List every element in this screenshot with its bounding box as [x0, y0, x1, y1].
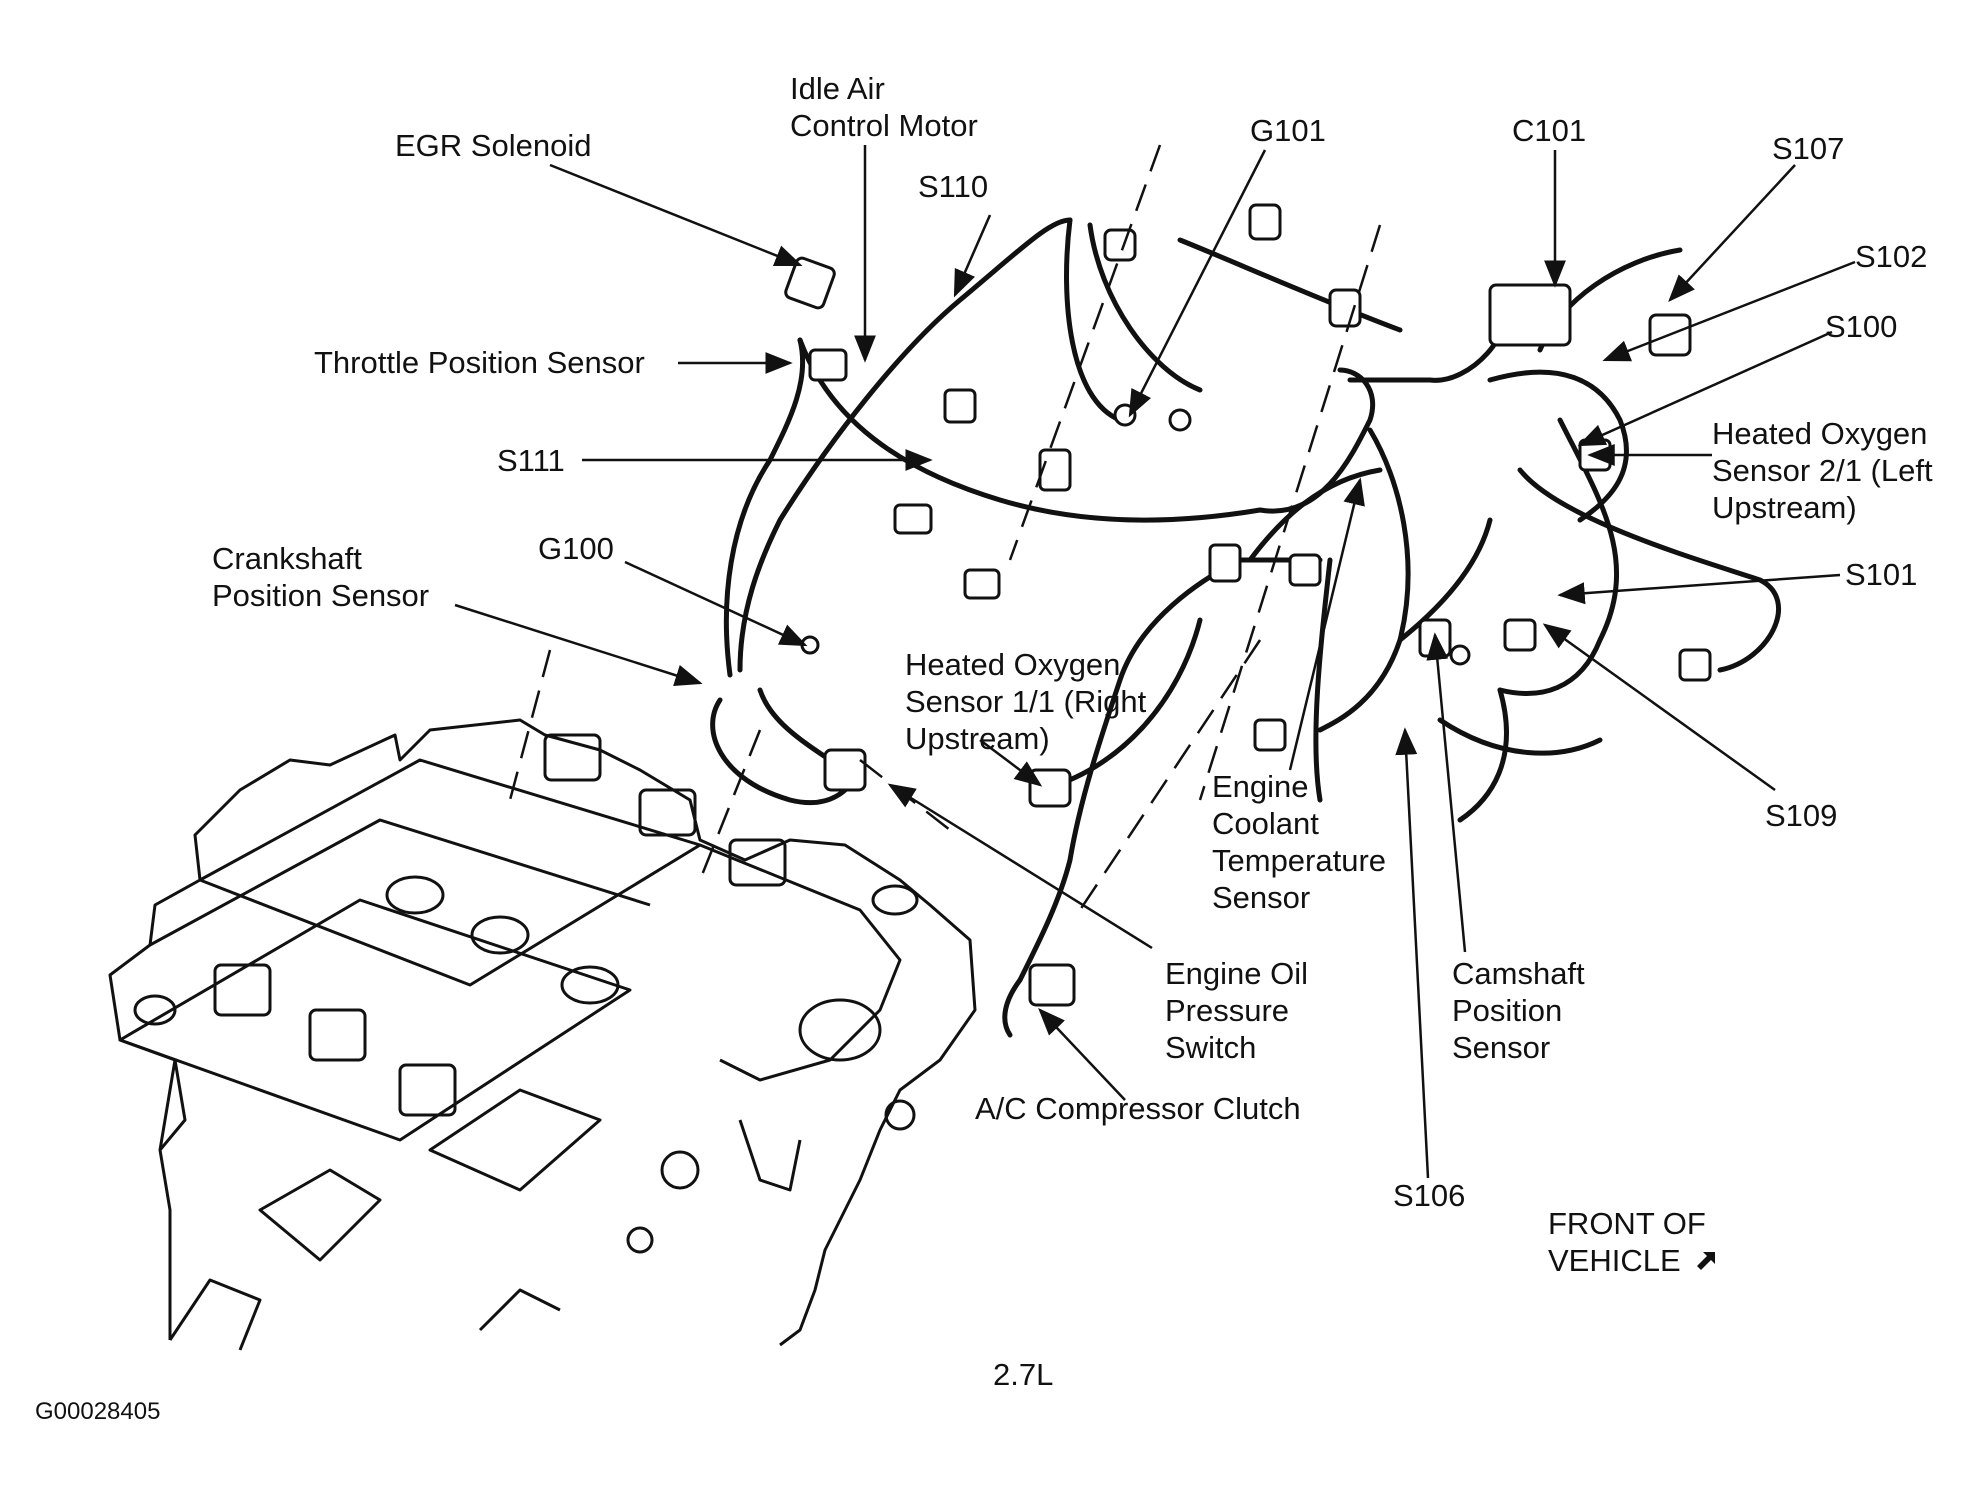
leader-egr-solenoid	[549, 163, 803, 267]
label-front-of-vehicle: FRONT OF VEHICLE	[1548, 1205, 1719, 1279]
leader-camshaft-position-sensor	[1426, 632, 1467, 953]
label-g101: G101	[1250, 113, 1326, 148]
label-figure-id: G00028405	[35, 1398, 161, 1425]
leader-g100	[624, 560, 808, 647]
label-line-text: VEHICLE	[1548, 1243, 1681, 1278]
label-line: Coolant	[1212, 806, 1319, 841]
label-heated-oxygen-sensor-2-1: Heated Oxygen Sensor 2/1 (Left Upstream)	[1712, 415, 1933, 526]
label-engine-size: 2.7L	[993, 1357, 1054, 1392]
leader-lines	[454, 145, 1856, 1179]
leader-heated-oxygen-sensor-1-1	[979, 739, 1043, 787]
leader-crankshaft-position-sensor	[454, 603, 703, 686]
label-engine-oil-pressure-switch: Engine Oil Pressure Switch	[1165, 955, 1308, 1066]
label-s101: S101	[1845, 557, 1918, 592]
engine-block	[108, 718, 977, 1351]
leader-s109	[1542, 623, 1776, 792]
label-engine-coolant-temperature-sensor: Engine Coolant Temperature Sensor	[1212, 768, 1386, 916]
leader-s100	[1577, 330, 1833, 447]
label-throttle-position-sensor: Throttle Position Sensor	[314, 345, 645, 380]
label-line: VEHICLE	[1548, 1242, 1719, 1279]
leader-engine-oil-pressure-switch	[887, 783, 1153, 950]
leader-s110	[953, 214, 992, 298]
label-line: Sensor	[1452, 1030, 1551, 1065]
label-s100: S100	[1825, 309, 1898, 344]
leader-ac-compressor-clutch	[1038, 1008, 1126, 1101]
label-idle-air-control-motor: Idle Air Control Motor	[790, 70, 978, 144]
label-egr-solenoid: EGR Solenoid	[395, 128, 592, 163]
label-ac-compressor-clutch: A/C Compressor Clutch	[975, 1091, 1301, 1126]
label-line: Heated Oxygen	[1712, 416, 1928, 451]
diagonal-arrow-icon	[1697, 1252, 1716, 1270]
label-line: Idle Air	[790, 71, 885, 106]
label-line: Temperature	[1212, 843, 1387, 878]
label-s102: S102	[1855, 239, 1928, 274]
leader-s106	[1395, 727, 1430, 1179]
leader-s102	[1602, 260, 1856, 362]
label-crankshaft-position-sensor: Crankshaft Position Sensor	[212, 540, 429, 614]
label-s111: S111	[497, 443, 565, 478]
label-line: Control Motor	[790, 108, 978, 143]
label-line: Heated Oxygen	[905, 647, 1121, 682]
label-g100: G100	[538, 531, 614, 566]
label-s110: S110	[918, 169, 989, 204]
label-s109: S109	[1765, 798, 1838, 833]
label-line: FRONT OF	[1548, 1206, 1706, 1241]
label-line: Upstream)	[905, 721, 1050, 756]
label-line: Engine	[1212, 769, 1309, 804]
label-line: Pressure	[1165, 993, 1290, 1028]
leader-g101	[1128, 149, 1267, 418]
leader-s107	[1668, 164, 1796, 303]
label-s107: S107	[1772, 131, 1845, 166]
leader-s101	[1557, 573, 1841, 605]
label-s106: S106	[1393, 1178, 1466, 1213]
label-line: Switch	[1165, 1030, 1257, 1065]
label-camshaft-position-sensor: Camshaft Position Sensor	[1452, 955, 1585, 1066]
label-line: Upstream)	[1712, 490, 1857, 525]
label-line: Sensor 1/1 (Right	[905, 684, 1147, 719]
label-line: Position Sensor	[212, 578, 430, 613]
leader-engine-coolant-temperature-sensor	[1288, 477, 1365, 771]
label-line: Position	[1452, 993, 1563, 1028]
label-c101: C101	[1512, 113, 1587, 148]
label-line: Engine Oil	[1165, 956, 1309, 991]
label-line: Camshaft	[1452, 956, 1585, 991]
label-line: Crankshaft	[212, 541, 362, 576]
label-line: Sensor 2/1 (Left	[1712, 453, 1933, 488]
label-line: Sensor	[1212, 880, 1311, 915]
label-heated-oxygen-sensor-1-1: Heated Oxygen Sensor 1/1 (Right Upstream…	[905, 646, 1146, 757]
